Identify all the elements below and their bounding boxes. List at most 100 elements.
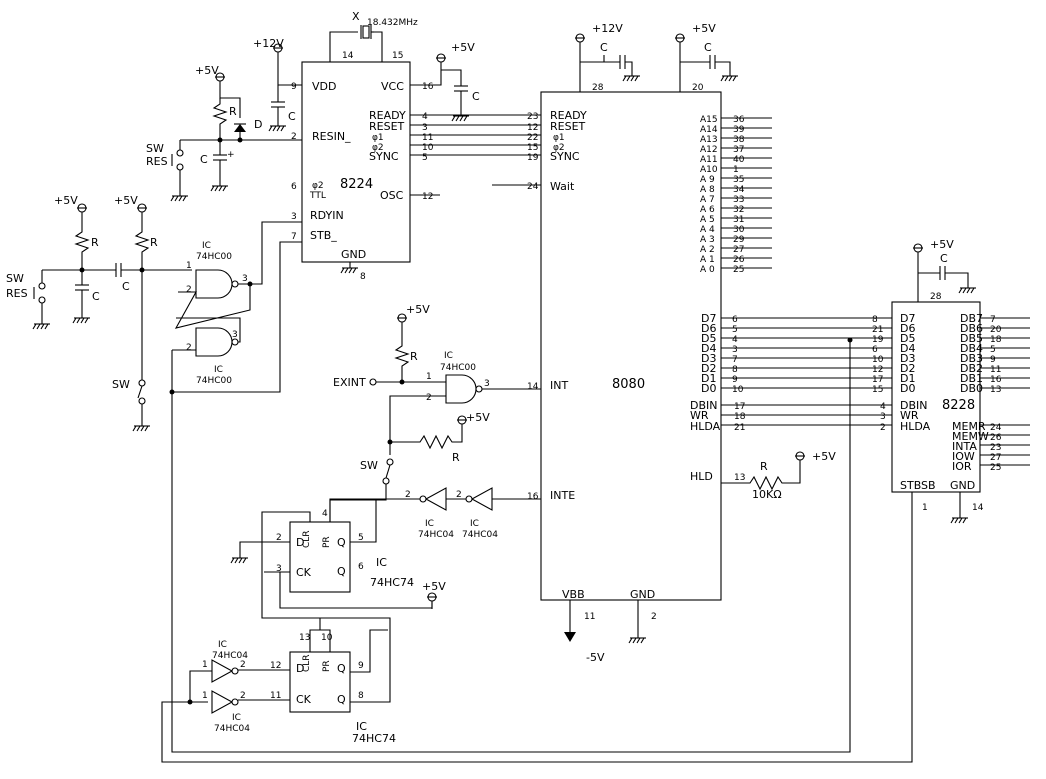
ff-vcc-label: +5V bbox=[422, 580, 446, 593]
pin-num: 22 bbox=[527, 133, 538, 143]
address-pin-num: 36 bbox=[733, 115, 745, 125]
pin-label-sync: SYNC bbox=[369, 150, 399, 163]
pin-num: 11 bbox=[584, 612, 595, 622]
pin-label-dbin: DBIN bbox=[690, 399, 718, 412]
pin-num: 2 bbox=[276, 533, 282, 543]
address-pin-label: A 0 bbox=[700, 265, 715, 275]
data-bus-wires bbox=[721, 317, 1030, 389]
sys-bus-pin-num: 20 bbox=[990, 325, 1002, 335]
switch-label: SW bbox=[360, 459, 378, 472]
resistor-label: R bbox=[150, 236, 158, 249]
pin-num: 5 bbox=[422, 153, 428, 163]
cpu-vcc-label: +5V bbox=[692, 22, 716, 35]
sys-cpu-pin-label: D6 bbox=[900, 322, 915, 335]
nand-gate-latch-top: IC 74HC00 1 2 3 bbox=[186, 241, 248, 299]
pin-num: 27 bbox=[990, 453, 1001, 463]
pin-label-inte: INTE bbox=[550, 489, 575, 502]
pin-num: 6 bbox=[358, 562, 364, 572]
inverter-inte-2: IC 74HC04 2 bbox=[405, 487, 454, 540]
pin-label-stbsb: STBSB bbox=[900, 479, 936, 492]
pin-label-vdd: VDD bbox=[312, 80, 336, 93]
pin-num: 3 bbox=[291, 212, 297, 222]
cap-label: C bbox=[288, 110, 296, 123]
cap-label: C bbox=[472, 90, 480, 103]
exint-label: EXINT bbox=[333, 376, 366, 389]
pin-label-sync: SYNC bbox=[550, 150, 580, 163]
sys-cpu-pin-label: D4 bbox=[900, 342, 915, 355]
nand-gate-int: IC 74HC00 1 2 3 bbox=[426, 351, 490, 404]
resistor-label: R bbox=[760, 460, 768, 473]
ff-d-label: D bbox=[296, 536, 304, 549]
pin-label-ttl: TTL bbox=[309, 191, 326, 201]
pin-num: 3 bbox=[276, 564, 282, 574]
cap-label: C bbox=[600, 41, 608, 54]
pin-num: 12 bbox=[422, 192, 433, 202]
pin-label-ready: READY bbox=[369, 109, 406, 122]
latch-vcc-label: +5V bbox=[54, 194, 78, 207]
pin-num: 28 bbox=[592, 83, 604, 93]
sys-cpu-pin-num: 17 bbox=[872, 375, 883, 385]
ic-8080-label: 8080 bbox=[612, 377, 645, 392]
pin-num: 2 bbox=[651, 612, 657, 622]
pin-label-hlda: HLDA bbox=[900, 420, 931, 433]
address-pin-num: 26 bbox=[733, 255, 745, 265]
resistor-value: 10KΩ bbox=[752, 488, 782, 501]
flip-flop-74hc74-b: D Q Q CK CLR PR 12 11 9 8 13 10 IC 74HC7… bbox=[270, 633, 396, 745]
ff-q-label: Q bbox=[337, 536, 346, 549]
ic-part: 74HC04 bbox=[462, 530, 498, 540]
address-pin-num: 38 bbox=[733, 135, 745, 145]
pin-label-wr: WR bbox=[900, 409, 919, 422]
ff-pr-label: PR bbox=[322, 536, 332, 548]
vcc-5v-label: +5V bbox=[451, 41, 475, 54]
ff-qbar-label: Q bbox=[337, 565, 346, 578]
sys-bus-pin-label: DB3 bbox=[960, 352, 983, 365]
ff-qbar-label: Q bbox=[337, 693, 346, 706]
diode-label: D bbox=[254, 118, 262, 131]
ic-part: 74HC00 bbox=[440, 363, 476, 373]
pin-num: 2 bbox=[456, 490, 462, 500]
sys-cpu-pin-label: D1 bbox=[900, 372, 915, 385]
pin-num: 10 bbox=[422, 143, 434, 153]
ic-8228: 8228 DBIN WR HLDA MEMR MEMW INTA IOW IOR… bbox=[872, 292, 1002, 513]
data-pin-label: D6 bbox=[701, 322, 716, 335]
data-pin-num: 8 bbox=[732, 365, 738, 375]
pin-num: 24 bbox=[990, 423, 1002, 433]
pin-num: 2 bbox=[186, 343, 192, 353]
pin-num: 4 bbox=[880, 402, 886, 412]
sys-bus-pin-label: DB5 bbox=[960, 332, 983, 345]
pin-num: 8 bbox=[360, 272, 366, 282]
pin-num: 15 bbox=[392, 51, 403, 61]
resistor-label: R bbox=[410, 350, 418, 363]
pin-label-wait: Wait bbox=[550, 180, 575, 193]
sys-bus-pin-num: 16 bbox=[990, 375, 1002, 385]
sys-bus-pin-label: DB1 bbox=[960, 372, 983, 385]
inverter-inte-1: IC 74HC04 2 bbox=[456, 487, 498, 540]
exint-terminal[interactable] bbox=[369, 378, 377, 386]
data-pin-label: D0 bbox=[701, 382, 716, 395]
ff-pr-label: PR bbox=[322, 660, 332, 672]
data-pin-num: 3 bbox=[732, 345, 738, 355]
sys-cpu-pin-label: D3 bbox=[900, 352, 915, 365]
cpu-vdd-label: +12V bbox=[592, 22, 623, 35]
address-pin-num: 30 bbox=[733, 225, 745, 235]
pin-num: 5 bbox=[358, 533, 364, 543]
sys-cpu-pin-num: 15 bbox=[872, 385, 883, 395]
sys-cpu-pin-num: 21 bbox=[872, 325, 883, 335]
pin-label-gnd-8224: GND bbox=[341, 248, 366, 261]
pin-num: 11 bbox=[270, 691, 281, 701]
sys-cpu-pin-num: 8 bbox=[872, 315, 878, 325]
data-pin-label: D4 bbox=[701, 342, 716, 355]
sys-bus-pin-num: 11 bbox=[990, 365, 1001, 375]
pin-num: 2 bbox=[880, 423, 886, 433]
pin-label-iow: IOW bbox=[952, 450, 975, 463]
pin-num: 2 bbox=[240, 691, 246, 701]
crystal-label: X bbox=[352, 10, 360, 23]
cap-label: C bbox=[200, 153, 208, 166]
pin-num: 20 bbox=[692, 83, 704, 93]
pin-num: 16 bbox=[527, 492, 539, 502]
sys-cpu-pin-num: 12 bbox=[872, 365, 883, 375]
pin-num: 16 bbox=[422, 82, 434, 92]
